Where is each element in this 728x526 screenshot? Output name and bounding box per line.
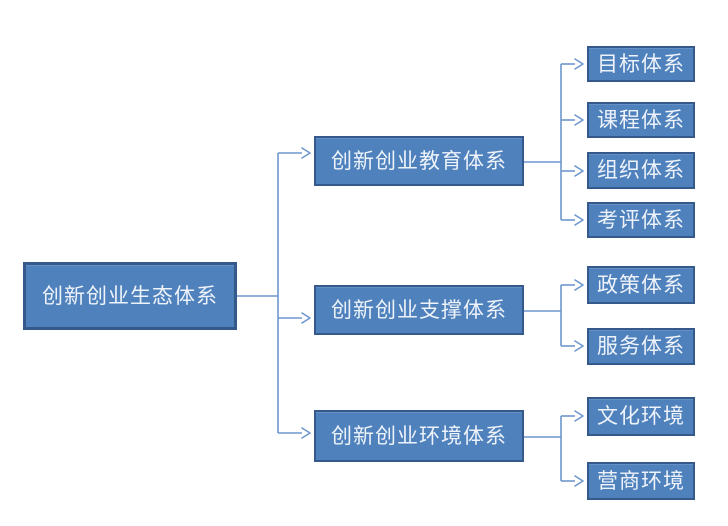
arrow-icon <box>574 279 584 291</box>
node-business-environment: 营商环境 <box>587 462 695 500</box>
node-education-system: 创新创业教育体系 <box>314 136 524 186</box>
node-culture-environment: 文化环境 <box>587 397 695 436</box>
arrow-icon <box>574 165 584 177</box>
node-ecosystem-root: 创新创业生态体系 <box>23 262 237 330</box>
node-evaluation-system: 考评体系 <box>587 202 695 238</box>
node-label: 考评体系 <box>597 207 685 232</box>
node-goal-system: 目标体系 <box>587 46 695 82</box>
arrow-icon <box>574 214 584 226</box>
node-label: 目标体系 <box>597 51 685 76</box>
node-label: 创新创业环境体系 <box>331 423 507 448</box>
arrow-icon <box>301 147 311 159</box>
node-label: 营商环境 <box>597 468 685 493</box>
node-label: 服务体系 <box>597 334 685 358</box>
node-support-system: 创新创业支撑体系 <box>314 285 524 335</box>
node-service-system: 服务体系 <box>587 328 695 365</box>
node-label: 创新创业教育体系 <box>331 148 507 173</box>
node-environment-system: 创新创业环境体系 <box>314 410 524 462</box>
node-label: 课程体系 <box>597 107 685 132</box>
node-label: 政策体系 <box>597 272 685 297</box>
node-organization-system: 组织体系 <box>587 152 695 189</box>
arrow-icon <box>574 114 584 126</box>
arrow-icon <box>574 58 584 70</box>
node-label: 文化环境 <box>597 404 685 428</box>
arrow-icon <box>301 427 311 439</box>
node-policy-system: 政策体系 <box>587 266 695 304</box>
arrow-icon <box>574 340 584 352</box>
arrow-icon <box>301 312 311 324</box>
node-curriculum-system: 课程体系 <box>587 102 695 138</box>
node-label: 创新创业支撑体系 <box>331 297 507 322</box>
arrow-icon <box>574 475 584 487</box>
arrow-icon <box>574 410 584 422</box>
node-label: 创新创业生态体系 <box>42 283 218 308</box>
node-label: 组织体系 <box>597 158 685 182</box>
